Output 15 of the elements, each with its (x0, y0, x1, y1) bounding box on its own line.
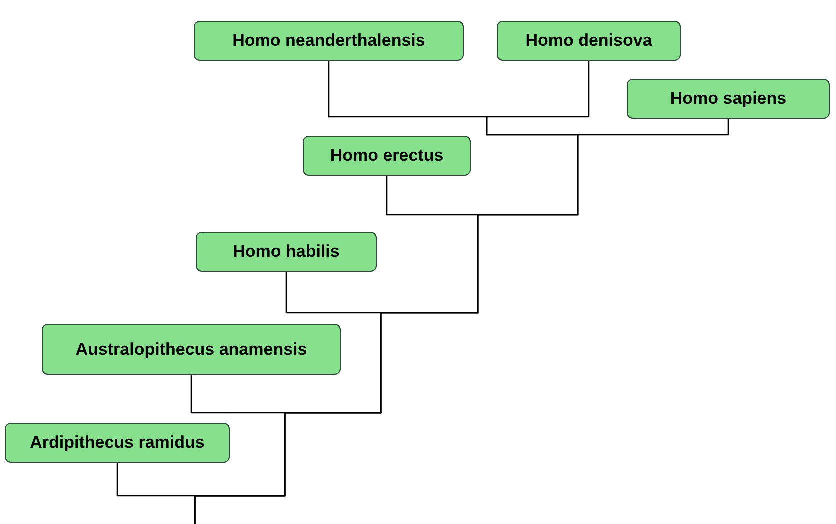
species-name: Homo erectus (330, 146, 444, 166)
species-box (42, 324, 341, 375)
species-name: Homo denisova (526, 31, 652, 51)
species-box (5, 423, 230, 463)
species-name: Homo habilis (233, 242, 340, 262)
species-box (303, 136, 471, 176)
species-box (196, 232, 377, 272)
species-name: Ardipithecus ramidus (30, 433, 205, 453)
tree-branch-line (116, 463, 196, 524)
species-name: Homo neanderthalensis (232, 31, 426, 51)
species-name: Homo sapiens (670, 89, 787, 109)
species-box (497, 21, 681, 61)
species-name: Australopithecus anamensis (76, 340, 308, 360)
species-box (627, 79, 830, 119)
species-box (194, 21, 464, 61)
